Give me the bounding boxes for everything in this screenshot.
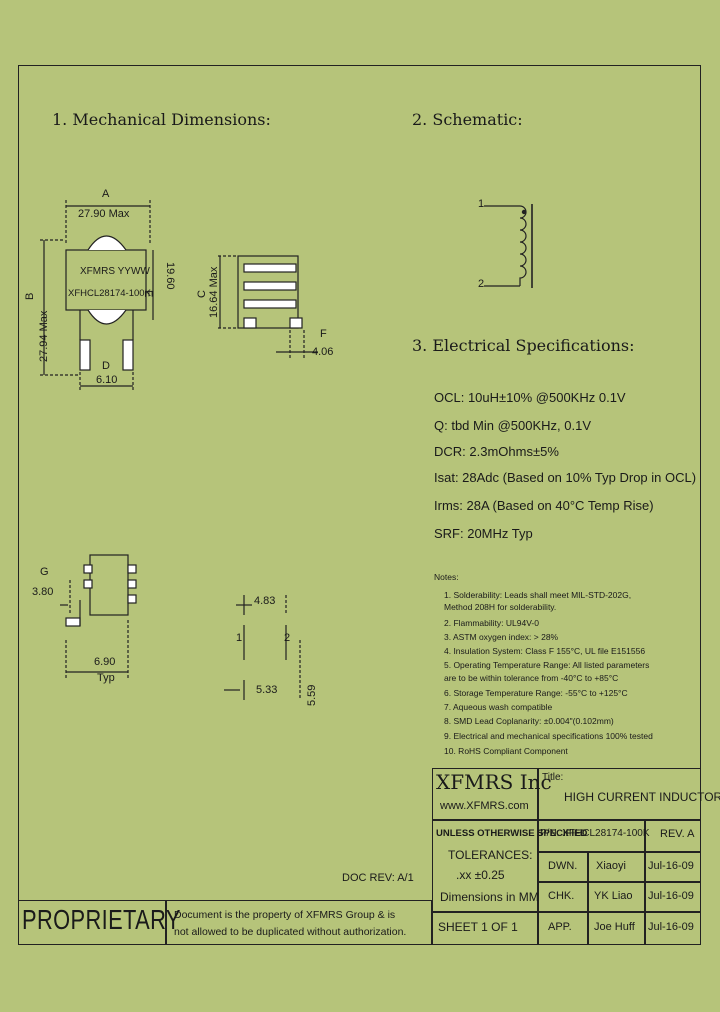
pad-dim-4-83: 4.83 [254, 595, 276, 607]
note-6: 6. Storage Temperature Range: -55°C to +… [444, 688, 628, 698]
note-9: 9. Electrical and mechanical specificati… [444, 731, 653, 741]
dwn-role: DWN. [548, 860, 578, 872]
schematic-pin-1: 1 [478, 198, 485, 210]
proprietary-note-cell [166, 900, 432, 945]
tb-cell [432, 912, 538, 945]
pad-label-1: 1 [236, 632, 243, 644]
note-10: 10. RoHS Compliant Component [444, 746, 568, 756]
tb-cell [645, 912, 701, 945]
note-4: 4. Insulation System: Class F 155°C, UL … [444, 646, 646, 656]
top-view-lead-left [79, 339, 91, 371]
dim-typ-value: 6.90 [94, 656, 116, 668]
revision: REV. A [660, 828, 695, 840]
dwn-date: Jul-16-09 [648, 860, 694, 872]
dim-f-value: 4.06 [312, 346, 334, 358]
note-3: 3. ASTM oxygen index: > 28% [444, 632, 559, 642]
proprietary-label: PROPRIETARY [22, 904, 181, 935]
dwn-name: Xiaoyi [596, 860, 626, 872]
top-view-arch-bottom [87, 309, 127, 325]
dim-b-value: 27.94 Max [38, 310, 50, 362]
dim-typ-label: Typ [97, 672, 115, 684]
title-value: HIGH CURRENT INDUCTOR [564, 790, 720, 804]
marking-line-1: XFMRS YYWW [80, 266, 150, 277]
chk-role: CHK. [548, 890, 575, 902]
side-view-body [237, 255, 299, 329]
tb-cell [538, 852, 588, 882]
tb-cell [538, 912, 588, 945]
note-5: 5. Operating Temperature Range: All list… [444, 660, 650, 670]
proprietary-cell [18, 900, 166, 945]
heading-schematic: 2. Schematic: [412, 110, 523, 129]
notes-title: Notes: [434, 572, 459, 582]
note-1: 1. Solderability: Leads shall meet MIL-S… [444, 590, 632, 600]
tb-cell [588, 882, 645, 912]
spec-srf: SRF: 20MHz Typ [434, 526, 533, 541]
note-5b: are to be within tolerance from -40°C to… [444, 673, 619, 683]
dim-a-label: A [102, 188, 110, 200]
chk-name: YK Liao [594, 890, 633, 902]
schematic-pin-2: 2 [478, 278, 485, 290]
sheet-number: SHEET 1 OF 1 [438, 920, 518, 934]
doc-rev: DOC REV: A/1 [342, 872, 414, 884]
tb-cell [588, 912, 645, 945]
dim-b-label: B [24, 292, 36, 300]
tb-rev-cell [645, 820, 701, 852]
dim-e-label: E [142, 290, 154, 298]
company-website[interactable]: www.XFMRS.com [440, 800, 529, 812]
pad-label-2: 2 [284, 632, 291, 644]
note-1b: Method 208H for solderability. [444, 602, 557, 612]
tb-cell [645, 882, 701, 912]
bottom-view-body [89, 554, 129, 616]
company-name: XFMRS Inc [436, 770, 552, 794]
tb-cell [588, 852, 645, 882]
dim-c-value: 16.64 Max [208, 266, 220, 318]
tb-company-cell [432, 768, 538, 820]
heading-mechanical: 1. Mechanical Dimensions: [52, 110, 271, 129]
tolerances-label: TOLERANCES: [448, 848, 533, 862]
schematic-coil [519, 205, 527, 286]
app-role: APP. [548, 921, 572, 933]
spec-q: Q: tbd Min @500KHz, 0.1V [434, 418, 591, 433]
dim-a-value: 27.90 Max [78, 208, 130, 220]
schematic-polarity-dot [521, 209, 527, 215]
tb-cell [538, 882, 588, 912]
dim-f-label: F [320, 328, 327, 340]
dim-e-value: 19.60 [164, 262, 176, 290]
spec-ocl: OCL: 10uH±10% @500KHz 0.1V [434, 390, 626, 405]
dim-c-label: C [196, 290, 208, 298]
dim-g-value: 3.80 [32, 586, 54, 598]
spec-irms: Irms: 28A (Based on 40°C Temp Rise) [434, 498, 654, 513]
tb-pn-cell [538, 820, 645, 852]
heading-electrical: 3. Electrical Specifications: [412, 336, 635, 355]
note-2: 2. Flammability: UL94V-0 [444, 618, 539, 628]
app-name: Joe Huff [594, 921, 635, 933]
note-7: 7. Aqueous wash compatible [444, 702, 553, 712]
spec-isat: Isat: 28Adc (Based on 10% Typ Drop in OC… [434, 470, 697, 485]
dim-d-label: D [102, 360, 110, 372]
pad-dim-5-33: 5.33 [256, 684, 278, 696]
title-label: Title: [542, 772, 564, 783]
tb-title-cell [538, 768, 701, 820]
tb-cell [645, 852, 701, 882]
top-view-body [65, 249, 147, 311]
tolerance-value: .xx ±0.25 [456, 868, 505, 882]
spec-dcr: DCR: 2.3mOhms±5% [434, 444, 559, 459]
app-date: Jul-16-09 [648, 921, 694, 933]
proprietary-line-2: not allowed to be duplicated without aut… [174, 926, 407, 938]
top-view-arch-top [87, 235, 127, 251]
dim-g-label: G [40, 566, 49, 578]
unless-specified: UNLESS OTHERWISE SPECIFIED [436, 828, 588, 839]
top-view-lead-right [122, 339, 134, 371]
dim-d-value: 6.10 [96, 374, 118, 386]
pad-dim-5-59: 5.59 [306, 684, 318, 706]
note-8: 8. SMD Lead Coplanarity: ±0.004"(0.102mm… [444, 716, 614, 726]
part-number: P/N: XFHCL28174-100K [540, 828, 650, 839]
dimensions-in: Dimensions in MM [440, 890, 539, 904]
marking-line-2: XFHCL28174-100K [68, 288, 151, 299]
proprietary-line-1: Document is the property of XFMRS Group … [174, 909, 396, 921]
chk-date: Jul-16-09 [648, 890, 694, 902]
tb-tolerance-cell [432, 820, 538, 912]
